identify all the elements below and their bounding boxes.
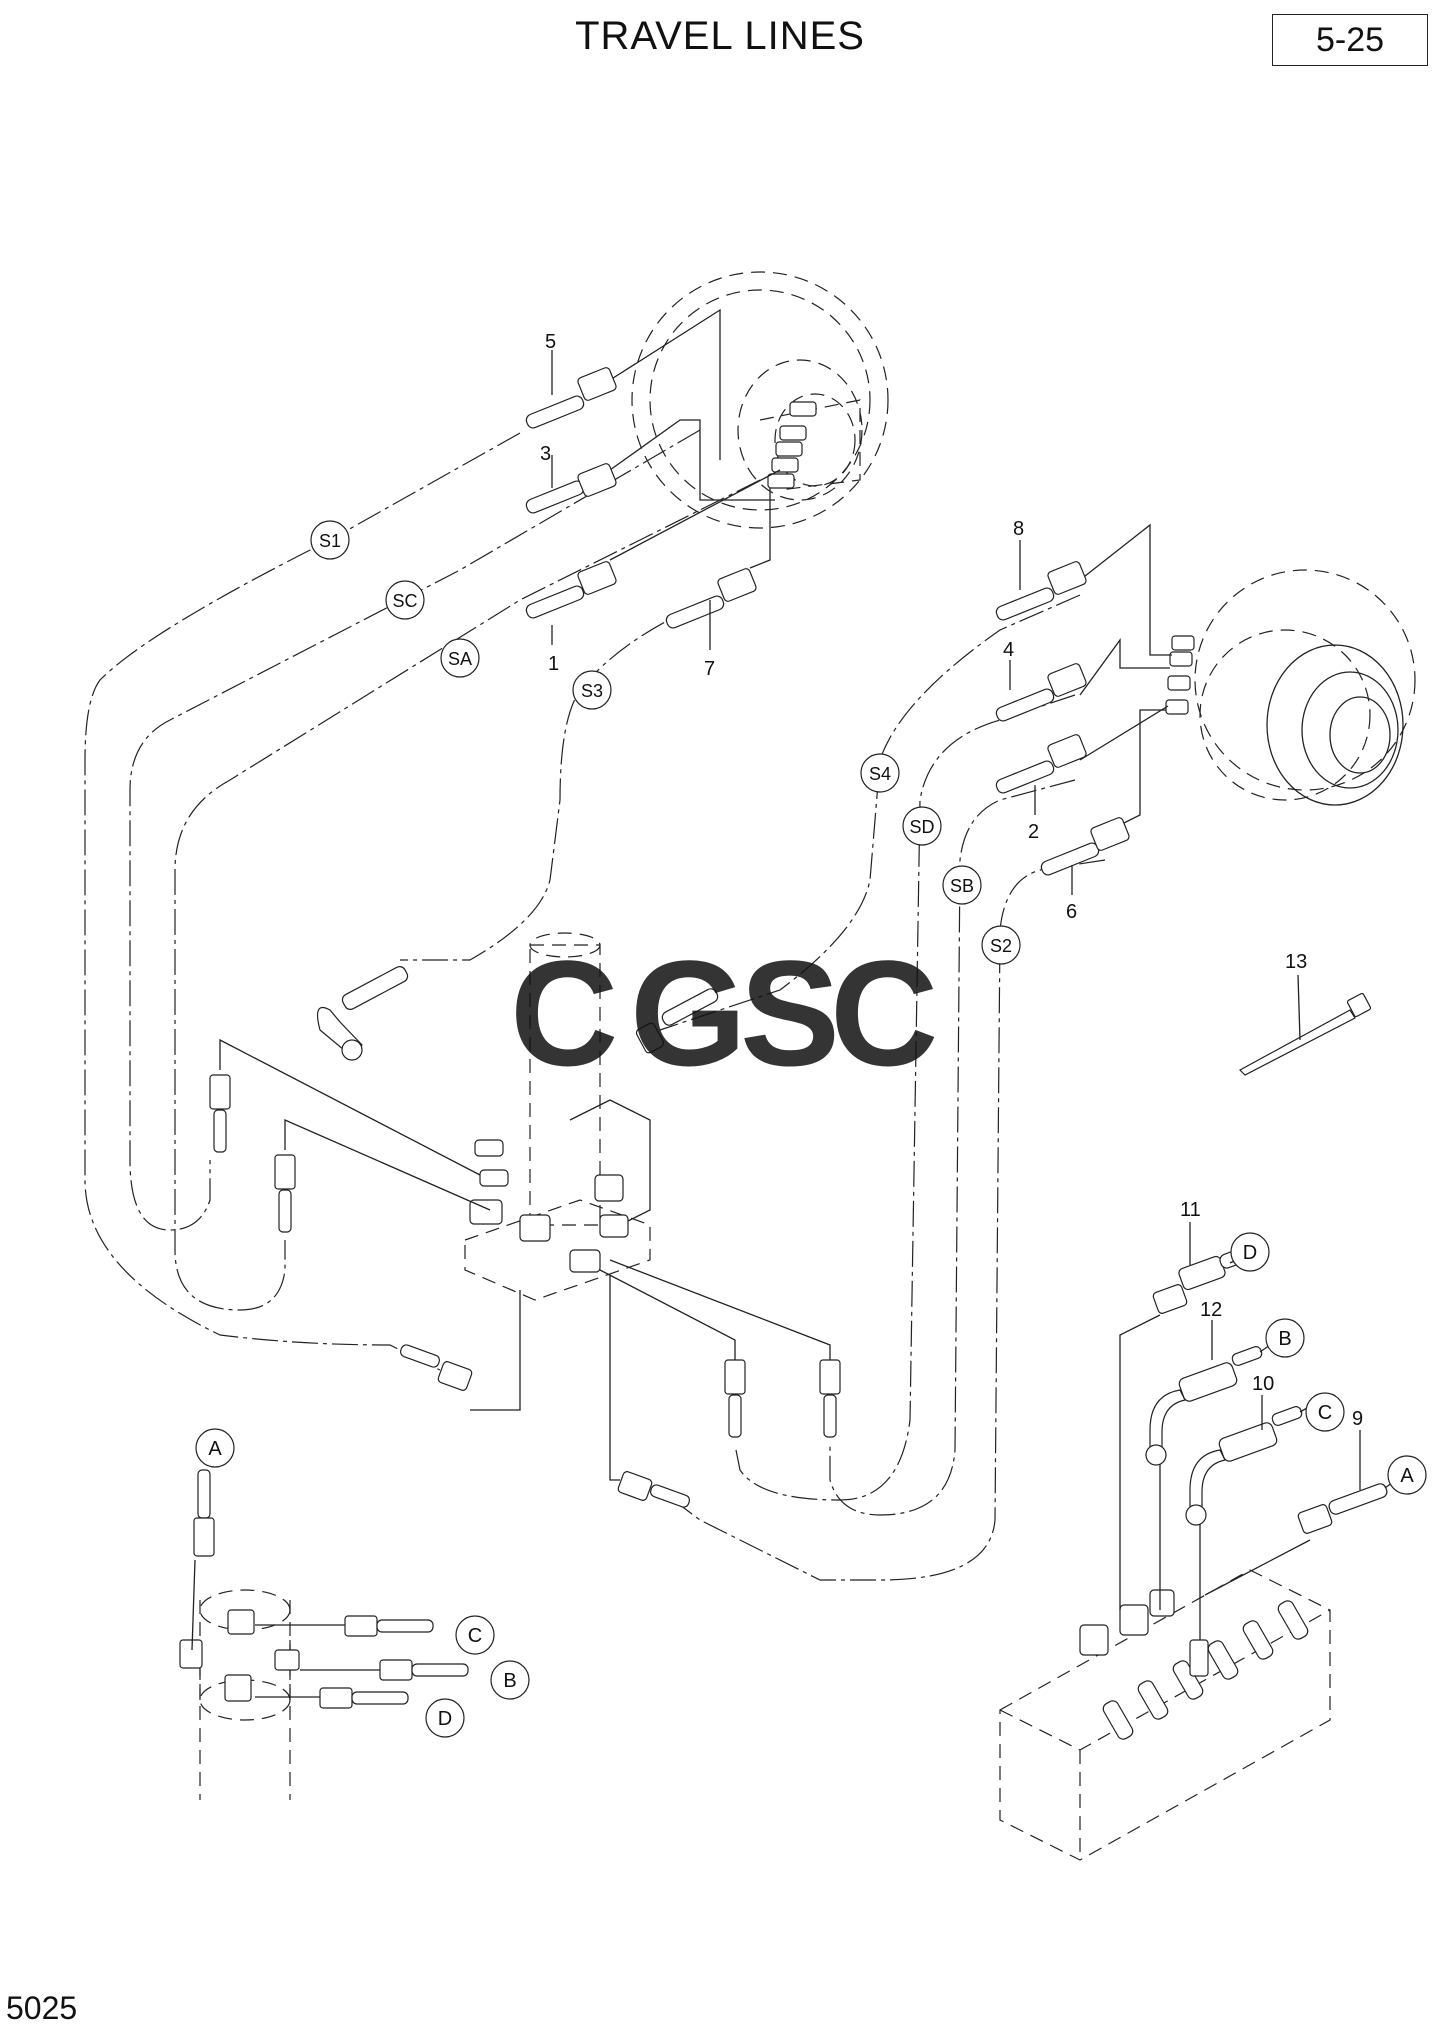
callout-11: 11 <box>1180 1199 1201 1221</box>
watermark-letter-s: S <box>740 929 840 1097</box>
svg-text:SD: SD <box>909 817 934 837</box>
fitting-part-2 <box>995 734 1087 794</box>
port-label-b-left: B <box>490 1660 530 1700</box>
callout-12: 12 <box>1200 1299 1222 1321</box>
right-motor-port-fittings <box>1165 635 1195 715</box>
hose-label-sc: SC <box>385 580 425 620</box>
hose-routes <box>84 429 1106 1581</box>
svg-text:S3: S3 <box>581 681 603 701</box>
fitting-part-10 <box>1185 1406 1303 1526</box>
watermark-letter-c2: C <box>830 929 938 1097</box>
svg-text:A: A <box>208 1438 222 1460</box>
page-number: 5-25 <box>1315 20 1385 59</box>
callout-10: 10 <box>1252 1373 1274 1395</box>
callout-6: 6 <box>1066 901 1077 923</box>
hose-label-sb: SB <box>942 865 982 905</box>
callout-2: 2 <box>1028 821 1039 843</box>
svg-text:C: C <box>1318 1402 1332 1424</box>
port-label-a-right: A <box>1387 1455 1427 1495</box>
swivel-joint-detail-lower <box>179 1469 469 1800</box>
svg-text:B: B <box>503 1670 516 1692</box>
swivel-hose-fittings <box>209 966 841 1508</box>
main-control-valve <box>999 1314 1331 1861</box>
hose-label-sd: SD <box>902 806 942 846</box>
hose-fittings <box>209 367 1130 1508</box>
valve-spools <box>1102 1600 1309 1740</box>
port-label-a-left: A <box>195 1428 235 1468</box>
left-travel-motor-sprocket <box>631 271 889 529</box>
callout-8: 8 <box>1013 518 1024 540</box>
fitting-part-3 <box>525 463 617 514</box>
center-swivel-joint <box>219 932 831 1481</box>
svg-text:SC: SC <box>392 591 417 611</box>
hose-id-labels: S1 SC SA S3 S4 SD SB S2 <box>310 520 1021 965</box>
cable-tie-part-13 <box>1239 974 1372 1076</box>
hose-label-sa: SA <box>440 638 480 678</box>
fitting-part-7 <box>665 568 757 629</box>
callout-7: 7 <box>704 658 715 680</box>
document-number: 5025 <box>6 1990 78 2026</box>
fitting-part-8 <box>995 561 1087 621</box>
svg-text:B: B <box>1278 1328 1291 1350</box>
left-motor-port-fittings <box>767 401 817 489</box>
port-label-c-left: C <box>455 1615 495 1655</box>
hose-label-s4: S4 <box>860 753 900 793</box>
fitting-part-4 <box>995 663 1087 722</box>
port-label-c-right: C <box>1305 1392 1345 1432</box>
svg-text:S1: S1 <box>319 531 341 551</box>
hose-label-s2: S2 <box>981 925 1021 965</box>
svg-text:C: C <box>468 1625 482 1647</box>
callout-3: 3 <box>540 443 551 465</box>
watermark-logo: C G S C <box>510 929 938 1097</box>
callout-9: 9 <box>1352 1408 1363 1430</box>
svg-text:SA: SA <box>448 649 472 669</box>
svg-text:S4: S4 <box>869 764 891 784</box>
page-number-box: 5-25 <box>1272 14 1428 66</box>
watermark-letter-g: G <box>630 929 747 1097</box>
svg-text:D: D <box>438 1708 452 1730</box>
callout-5: 5 <box>545 331 556 353</box>
fitting-part-5 <box>525 367 617 429</box>
svg-text:D: D <box>1243 1242 1257 1264</box>
callout-4: 4 <box>1003 639 1014 661</box>
fitting-part-9 <box>1297 1483 1388 1534</box>
callout-1: 1 <box>548 653 559 675</box>
motor-leader-lines <box>609 308 1172 831</box>
part-callouts: 5 3 1 7 8 4 2 6 13 11 12 10 9 <box>540 331 1363 1430</box>
svg-text:SB: SB <box>950 876 974 896</box>
callout-leaders <box>551 350 1394 1490</box>
port-label-d-left: D <box>425 1698 465 1738</box>
port-letter-labels: A C B D D B C A <box>195 1232 1427 1738</box>
right-travel-motor-sprocket <box>1165 569 1416 806</box>
callout-13: 13 <box>1285 951 1307 973</box>
hose-label-s3: S3 <box>572 670 612 710</box>
port-label-d-right: D <box>1230 1232 1270 1272</box>
svg-text:S2: S2 <box>990 936 1012 956</box>
watermark-letter-c1: C <box>510 929 618 1097</box>
page-title: TRAVEL LINES <box>575 14 865 58</box>
hose-label-s1: S1 <box>310 520 350 560</box>
fitting-part-6 <box>1040 817 1130 876</box>
fitting-part-1 <box>525 561 617 619</box>
svg-text:A: A <box>1400 1465 1414 1487</box>
port-label-b-right: B <box>1265 1318 1305 1358</box>
